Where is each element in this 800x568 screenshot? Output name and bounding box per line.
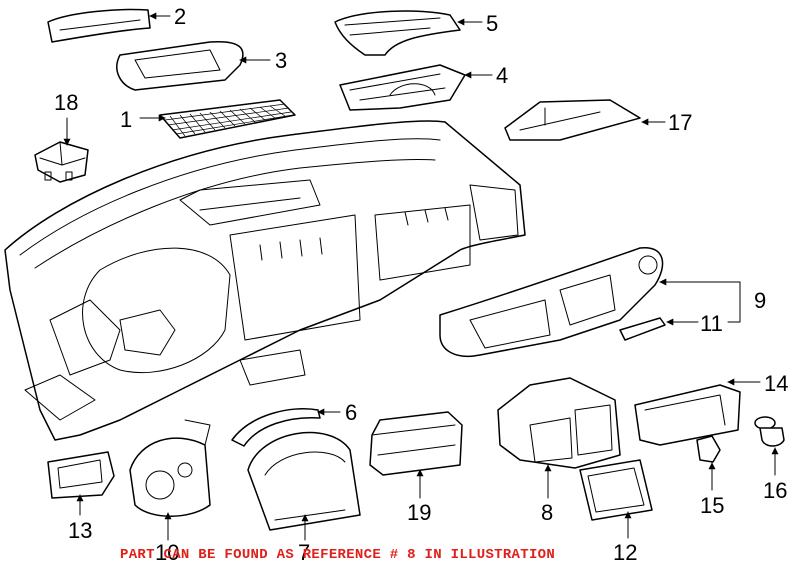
callout-18: 18 [54, 90, 78, 115]
part-18-switch [34, 141, 89, 183]
callout-12: 12 [613, 540, 637, 565]
part-13-tray [47, 451, 115, 499]
callout-1: 1 [120, 107, 132, 132]
part-8-display-housing [497, 377, 621, 469]
part-17-side-panel [504, 99, 641, 141]
part-1-speaker-grille [159, 99, 296, 139]
callout-4: 4 [496, 63, 508, 88]
callout-15: 15 [700, 493, 724, 518]
callout-9: 9 [754, 288, 766, 313]
callout-5: 5 [486, 11, 498, 36]
callout-16: 16 [763, 478, 787, 503]
part-5-upper-cover [334, 10, 461, 56]
callout-7: 7 [298, 540, 310, 565]
part-12-screen-panel [579, 459, 653, 521]
part-10-cluster-bezel [129, 419, 211, 517]
callout-11: 11 [700, 311, 723, 336]
callout-14: 14 [764, 371, 788, 396]
part-9-center-trim-panel [439, 247, 664, 357]
part-15-clip [696, 435, 721, 463]
part-2-top-cover [47, 8, 151, 43]
callout-6: 6 [345, 400, 357, 425]
part-16-knob [754, 416, 785, 447]
part-11-small-bracket [619, 317, 666, 341]
part-3-bezel-frame [116, 40, 244, 91]
callout-17: 17 [668, 110, 692, 135]
callout-13: 13 [68, 518, 92, 543]
callout-2: 2 [174, 4, 186, 29]
reference-note: PART CAN BE FOUND AS REFERENCE # 8 IN IL… [120, 547, 555, 563]
callout-3: 3 [275, 48, 287, 73]
part-7-gauge-cluster [247, 431, 361, 531]
callout-19: 19 [407, 500, 431, 525]
callout-10: 10 [155, 540, 179, 565]
part-14-glove-box [634, 384, 741, 446]
callout-labels: 2 3 1 5 4 17 18 9 11 14 6 13 10 7 19 8 1… [54, 4, 788, 565]
part-4-meter-hood [339, 64, 466, 111]
part-19-airbag-module [369, 411, 463, 476]
dashboard-main-panel [4, 120, 526, 441]
leader-lines [63, 12, 779, 541]
callout-8: 8 [541, 500, 553, 525]
bracket-9 [727, 281, 741, 323]
